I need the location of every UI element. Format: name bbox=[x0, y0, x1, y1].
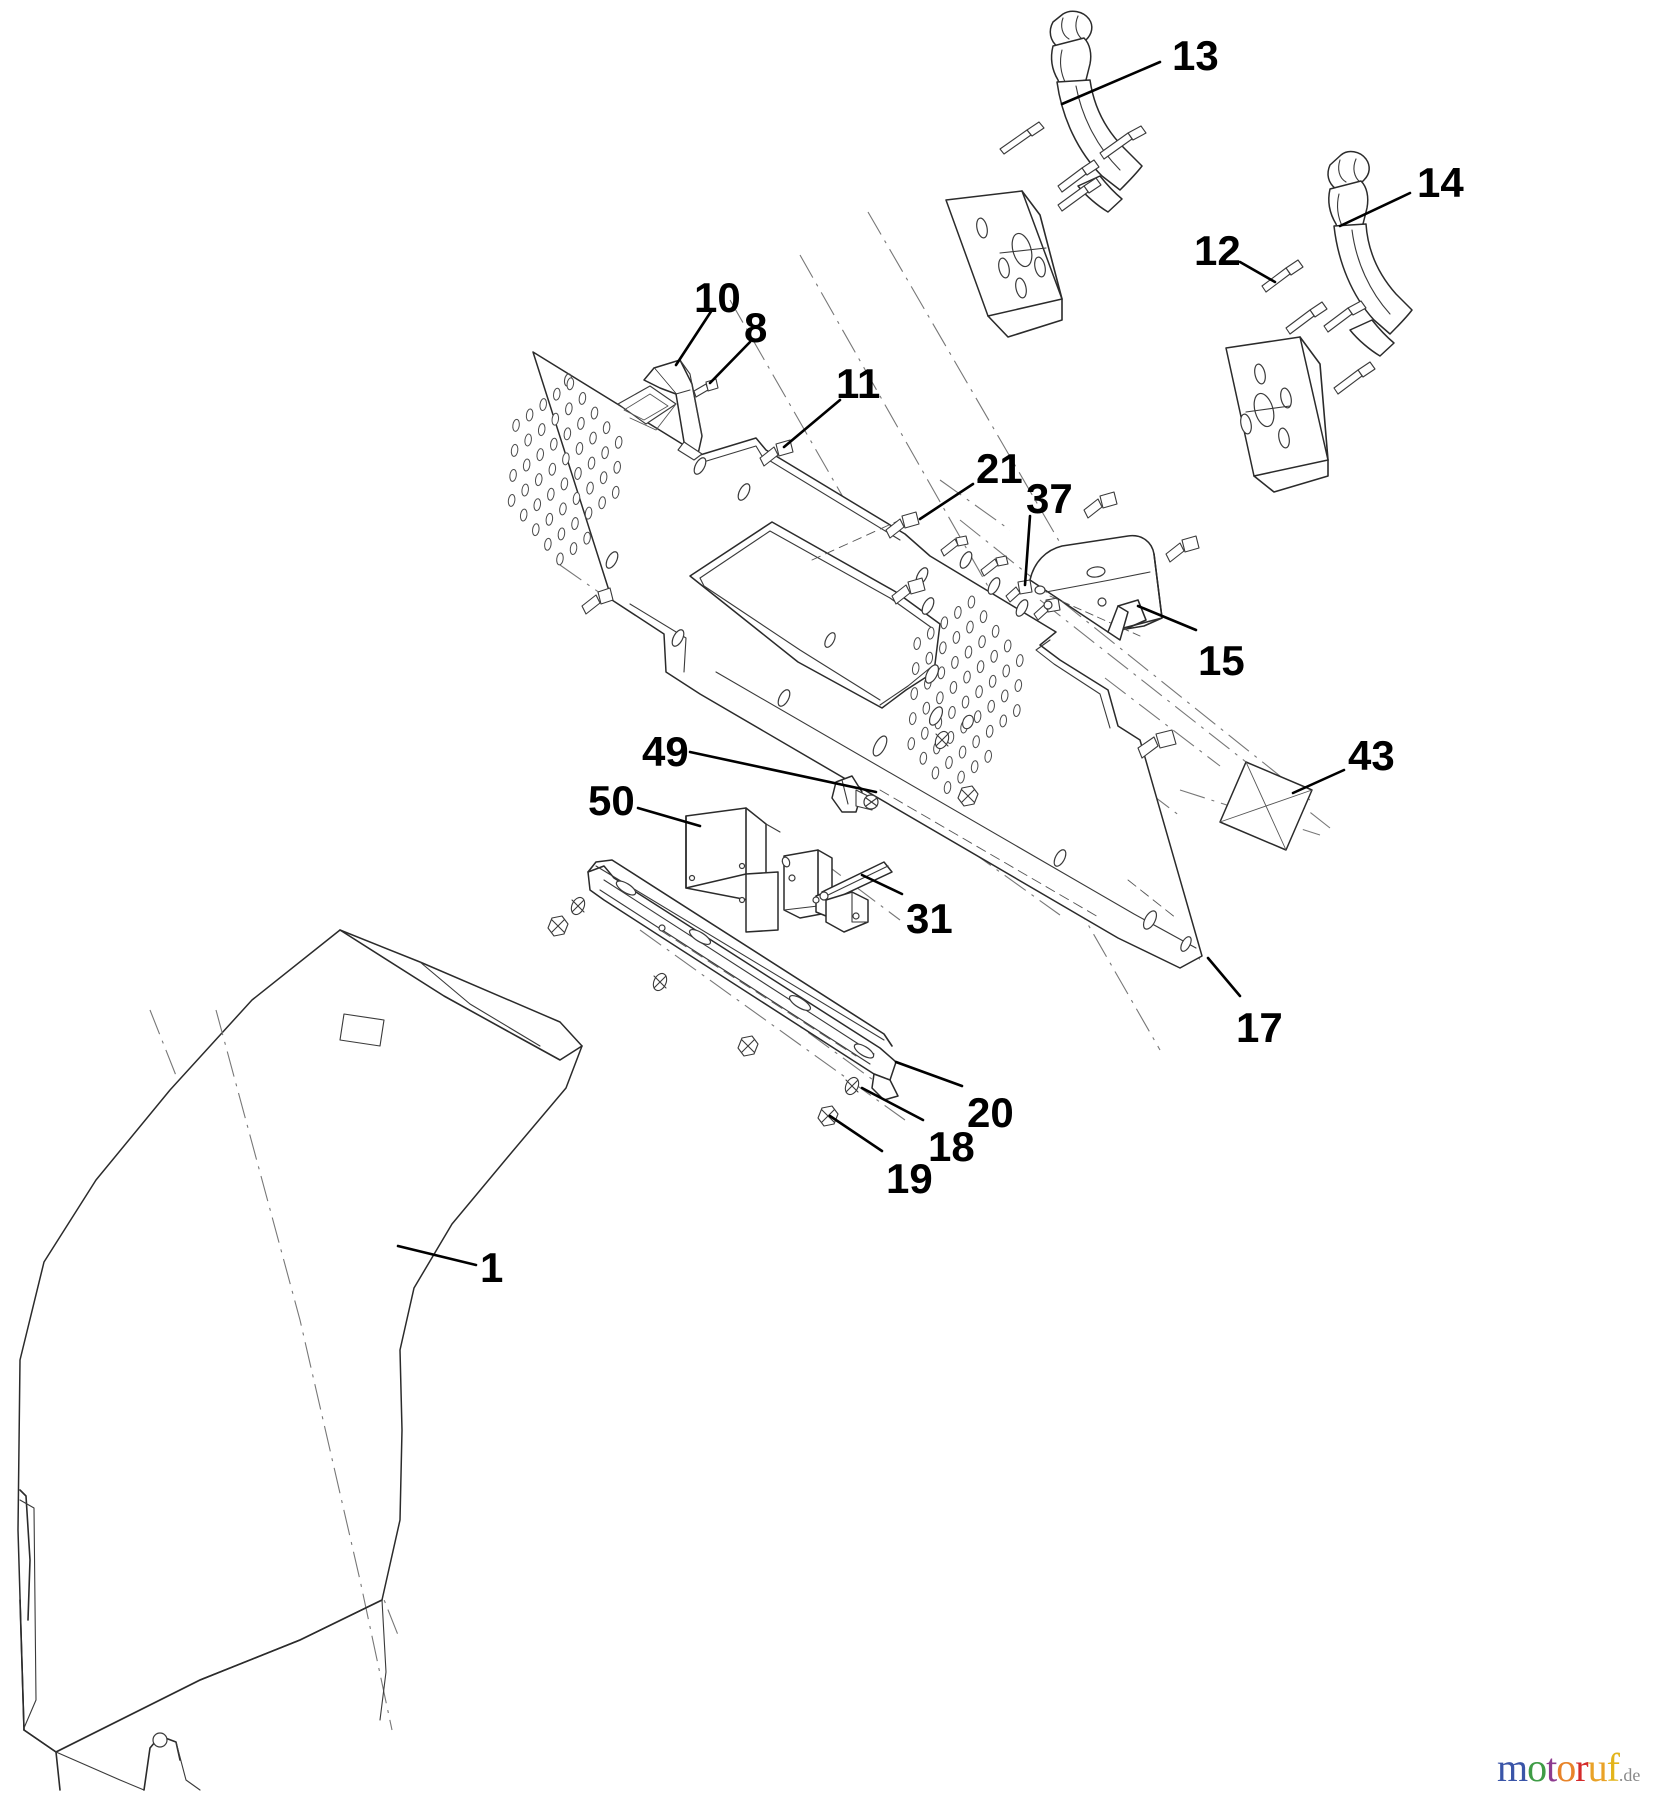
part-21-flange-bolt-b bbox=[885, 511, 920, 539]
frame-panel-holes bbox=[605, 457, 1192, 952]
part-17-main-frame-panel bbox=[507, 351, 1203, 969]
part-1-discharge-chute-cover bbox=[17, 929, 583, 1791]
callout-label-21: 21 bbox=[976, 445, 1023, 492]
callout-label-10: 10 bbox=[694, 274, 741, 321]
part-13-mounting-plate bbox=[945, 190, 1063, 338]
callout-label-12: 12 bbox=[1194, 227, 1241, 274]
watermark-letter-t: t bbox=[1546, 1745, 1557, 1790]
part-37-carriage-bolt-c bbox=[1083, 491, 1118, 519]
watermark-letter-m: m bbox=[1497, 1745, 1528, 1790]
watermark-letter-o1: o bbox=[1527, 1745, 1547, 1790]
watermark-letter-u: u bbox=[1587, 1745, 1608, 1790]
part-49-switch-clip bbox=[831, 775, 879, 813]
part-8-screw bbox=[693, 378, 719, 398]
part-19-locknut-c bbox=[817, 1105, 839, 1127]
callout-label-11: 11 bbox=[836, 360, 881, 407]
watermark-tld: .de bbox=[1618, 1765, 1641, 1785]
watermark-letter-o2: o bbox=[1556, 1745, 1576, 1790]
part-18-washer-b bbox=[652, 972, 668, 992]
callout-label-31: 31 bbox=[906, 895, 953, 942]
part-18-washer-a bbox=[570, 896, 586, 916]
callout-label-37: 37 bbox=[1026, 475, 1073, 522]
part-37-carriage-bolt-e bbox=[1137, 729, 1177, 759]
callout-label-15: 15 bbox=[1198, 637, 1245, 684]
part-43-decal-plate bbox=[1219, 761, 1313, 851]
part-31-control-lever-assembly bbox=[781, 849, 893, 933]
callout-label-18: 18 bbox=[928, 1123, 975, 1170]
part-19-locknut-b bbox=[737, 1035, 759, 1057]
callout-label-1: 1 bbox=[480, 1244, 504, 1291]
callout-label-20: 20 bbox=[967, 1089, 1014, 1136]
part-14-handle-grip-right bbox=[1327, 150, 1413, 357]
part-14-mounting-plate bbox=[1225, 336, 1329, 493]
part-21-flange-bolt-a bbox=[891, 577, 926, 605]
part-10-clip-bracket bbox=[643, 359, 703, 461]
part-21-flange-bolt-c bbox=[940, 535, 969, 557]
part-21-flange-bolt-d bbox=[980, 555, 1009, 577]
part-37-carriage-bolt-d bbox=[1165, 535, 1200, 563]
leader-lines bbox=[396, 60, 1412, 1267]
callout-label-17: 17 bbox=[1236, 1004, 1283, 1051]
part-14-fasteners bbox=[1261, 259, 1376, 395]
callout-label-49: 49 bbox=[642, 728, 689, 775]
part-20-lower-cross-rail bbox=[587, 859, 899, 1101]
callout-label-43: 43 bbox=[1348, 732, 1395, 779]
callout-label-14: 14 bbox=[1417, 159, 1464, 206]
callout-label-13: 13 bbox=[1172, 32, 1219, 79]
part-15-angle-bracket bbox=[1029, 534, 1163, 641]
motoruf-watermark: motoruf.de bbox=[1497, 1748, 1640, 1788]
part-50-switch-cover-box bbox=[685, 807, 781, 933]
part-37-carriage-bolt-a bbox=[1005, 579, 1033, 603]
watermark-letter-f: f bbox=[1606, 1745, 1620, 1790]
callout-label-8: 8 bbox=[744, 304, 768, 351]
part-13-fasteners bbox=[999, 121, 1147, 212]
panel-fasteners bbox=[581, 587, 979, 807]
perforation-patch-lower bbox=[907, 595, 1024, 794]
callout-label-50: 50 bbox=[588, 777, 635, 824]
perforation-patch-upper bbox=[507, 373, 677, 566]
watermark-letter-r: r bbox=[1575, 1745, 1588, 1790]
callout-label-19: 19 bbox=[886, 1155, 933, 1202]
part-18-washer-c bbox=[844, 1076, 860, 1096]
part-19-locknut-a bbox=[547, 915, 569, 937]
